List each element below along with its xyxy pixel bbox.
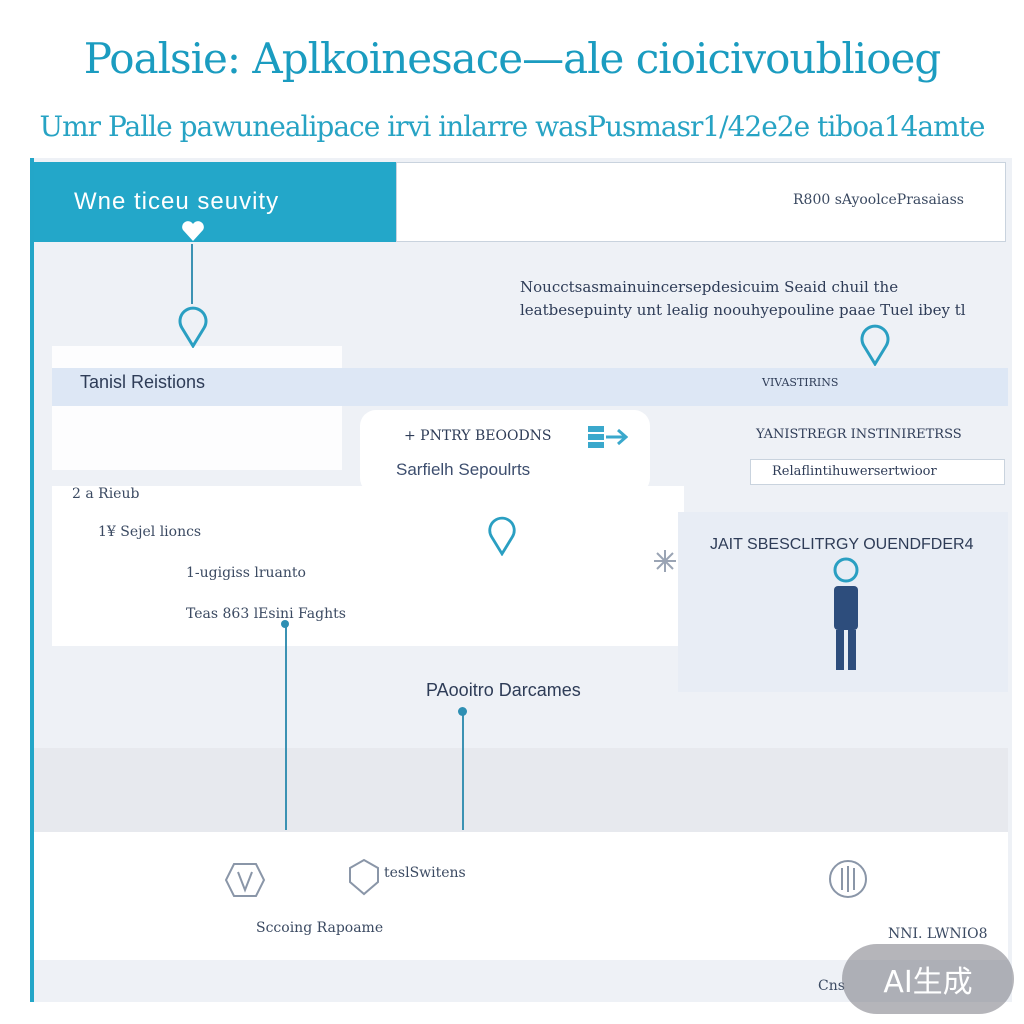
right-column-box-label: Relaflintihuwersertwioor xyxy=(772,464,937,479)
center-label: PAooitro Darcames xyxy=(426,680,581,700)
security-header: Wne ticeu seuvity xyxy=(34,162,396,242)
header-right-label: R800 sAyoolcePrasaiass xyxy=(793,192,964,208)
left-list-item-2: 1-ugigiss lruanto xyxy=(186,565,306,581)
footer-left-label: Sccoing Rapoame xyxy=(256,920,384,936)
right-column-box xyxy=(750,459,1005,485)
location-pin-icon xyxy=(860,324,890,366)
connector-dot xyxy=(281,620,289,628)
shield-icon xyxy=(829,860,867,898)
left-list-heading: 2 a Rieub xyxy=(72,486,140,502)
relations-band xyxy=(52,368,1008,406)
connector-line xyxy=(191,244,193,304)
shield-icon xyxy=(349,858,379,896)
description-line-1: Noucctsasmainuincersepdesicuim Seaid chu… xyxy=(520,278,899,296)
person-icon xyxy=(833,557,859,670)
heart-icon xyxy=(182,221,204,241)
connector-line xyxy=(285,624,287,830)
footer-right-label: NNI. LWNIO8 xyxy=(888,926,988,942)
location-pin-icon xyxy=(178,306,208,348)
band-right-label: VIVASTIRINS xyxy=(762,376,839,389)
footer-center-label: teslSwitens xyxy=(384,865,466,881)
relations-label: Tanisl Reistions xyxy=(80,372,206,392)
officer-title: JAIT SBESCLITRGY OUENDFDER4 xyxy=(710,536,974,553)
entry-card xyxy=(360,410,650,494)
shield-icon xyxy=(224,863,266,897)
entry-card-title: + PNTRY BEOODNS xyxy=(404,428,552,444)
header-panel xyxy=(396,162,1006,242)
location-pin-icon xyxy=(488,516,516,556)
connector-dot xyxy=(458,707,467,716)
ai-generated-badge: AI生成 xyxy=(842,944,1014,1014)
entry-card-subtitle: Sarfielh Sepoulrts xyxy=(396,460,531,479)
description-text: Noucctsasmainuincersepdesicuim Seaid chu… xyxy=(520,276,1000,322)
left-list-item-3: Teas 863 lEsini Faghts xyxy=(186,606,346,622)
left-list-item-1: 1¥ Sejel lioncs xyxy=(98,524,202,540)
left-card xyxy=(52,346,342,470)
page-title: Poalsie: Aplkoinesace—ale cioicivoublioe… xyxy=(83,34,942,83)
sparkle-icon xyxy=(654,550,676,572)
left-list-panel xyxy=(52,486,684,646)
network-icon xyxy=(588,426,628,448)
gray-band xyxy=(34,748,1008,832)
security-header-label: Wne ticeu seuvity xyxy=(74,188,280,215)
right-column-heading: YANISTREGR INSTINIRETRSS xyxy=(756,427,962,442)
page-subtitle: Umr Palle pawunealipace irvi inlarre was… xyxy=(39,110,986,143)
connector-line xyxy=(462,712,464,830)
footer-bottom-right: Cns xyxy=(818,978,845,994)
description-line-2: leatbesepuinty unt lealig noouhyepouline… xyxy=(520,301,966,319)
